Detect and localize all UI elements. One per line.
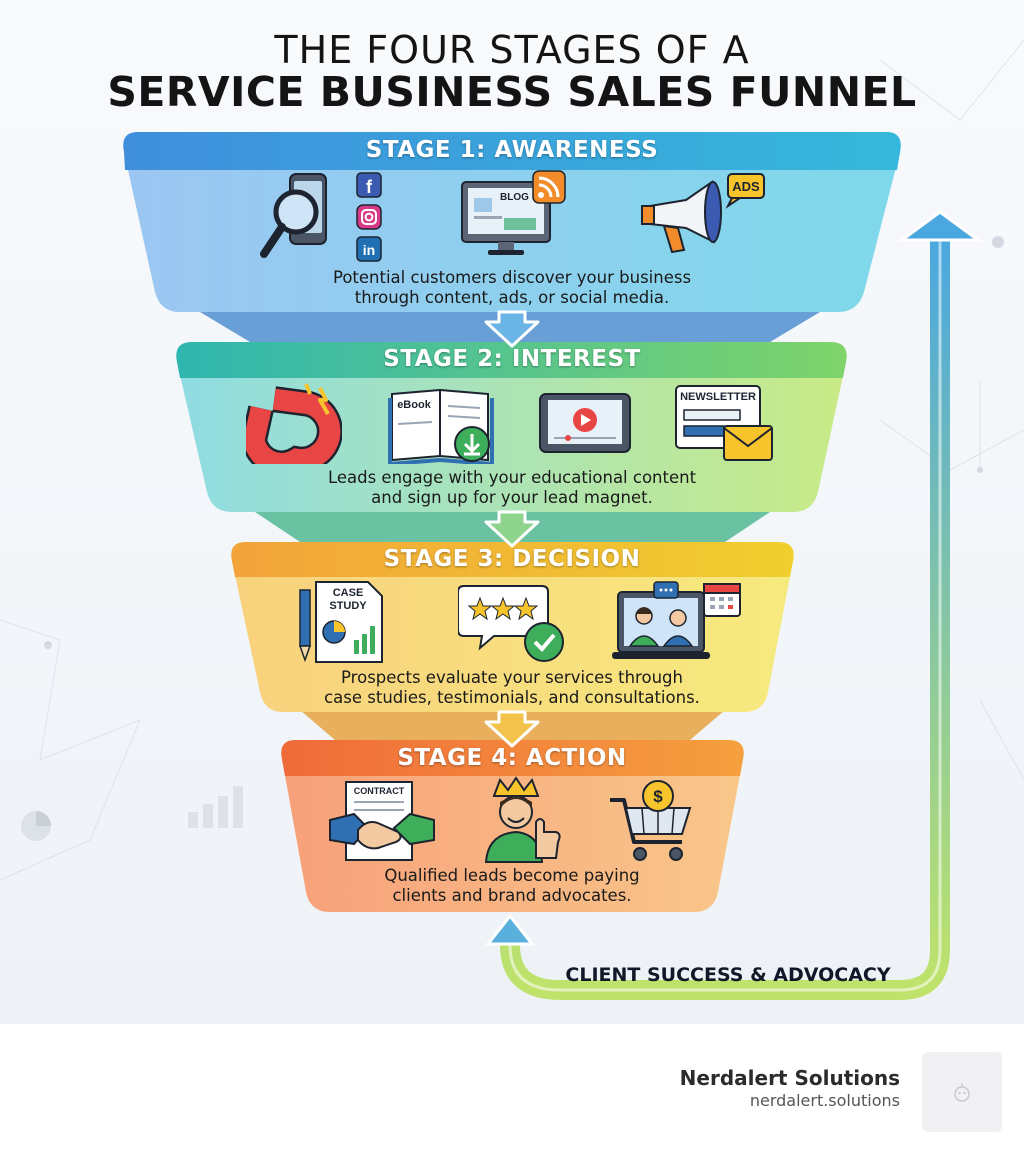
network-node — [992, 236, 1004, 248]
magnifier-phone-icon — [260, 173, 327, 258]
down-arrow-3 — [484, 710, 540, 748]
svg-text:eBook: eBook — [397, 399, 432, 411]
stage-2-interest — [176, 342, 847, 512]
stage-2-body — [176, 342, 847, 512]
stage-2-title: STAGE 2: INTEREST — [383, 346, 641, 372]
stage-4-header-band — [281, 740, 744, 776]
case-study-icon: CASE STUDY — [315, 581, 383, 663]
network-lines-left — [0, 619, 141, 881]
stage-1-header-band — [123, 132, 901, 170]
crowned-client-icon — [484, 776, 561, 863]
stage-4-description-line-1: Qualified leads become paying — [384, 866, 640, 885]
stage-2-header-band — [176, 342, 847, 378]
brand-logo — [922, 1052, 1002, 1132]
stage-3-header-band — [231, 542, 794, 577]
blog-monitor-icon: BLOG — [461, 181, 551, 255]
stage-2-description-line-2: and sign up for your lead magnet. — [371, 488, 653, 507]
svg-text:in: in — [363, 242, 375, 258]
network-node — [44, 641, 52, 649]
bar-chart-decoration-icon — [188, 786, 243, 828]
svg-text:f: f — [366, 177, 373, 197]
instagram-icon — [356, 204, 382, 230]
svg-text:BLOG: BLOG — [500, 192, 529, 203]
stage-1-description-line-2: through content, ads, or social media. — [354, 288, 670, 307]
video-tablet-icon — [539, 393, 631, 453]
video-consultation-icon — [612, 581, 710, 659]
title-line-1: THE FOUR STAGES OF A — [274, 28, 750, 72]
svg-text:STUDY: STUDY — [329, 600, 367, 612]
loop-label: CLIENT SUCCESS & ADVOCACY — [565, 964, 891, 986]
footer — [0, 1024, 1024, 1154]
svg-text:$: $ — [653, 787, 663, 806]
calendar-icon — [703, 583, 741, 617]
newsletter-envelope-icon: NEWSLETTER — [675, 385, 773, 461]
loop-arrow-highlight — [508, 240, 942, 992]
pencil-icon — [298, 589, 312, 662]
stage-2-description: Leads engage with your educational conte… — [220, 468, 804, 508]
stage-3-description: Prospects evaluate your services through… — [270, 668, 754, 708]
svg-text:CASE: CASE — [333, 587, 364, 599]
loop-arrowhead-top — [897, 210, 983, 242]
down-arrow-2 — [484, 510, 540, 548]
stage-1-title: STAGE 1: AWARENESS — [365, 137, 659, 163]
stage-2-description-line-1: Leads engage with your educational conte… — [327, 468, 697, 487]
stage-4-title: STAGE 4: ACTION — [397, 745, 627, 771]
magnet-icon — [246, 383, 342, 464]
linkedin-icon: in — [356, 236, 382, 262]
stage-4-description-line-2: clients and brand advocates. — [392, 886, 632, 905]
mascot-icon — [954, 1083, 970, 1102]
rss-icon — [532, 170, 566, 204]
svg-text:CONTRACT: CONTRACT — [354, 786, 405, 796]
svg-text:NEWSLETTER: NEWSLETTER — [680, 391, 756, 403]
pie-chart-decoration-icon — [21, 811, 51, 841]
network-lines-top-right — [879, 39, 1024, 121]
down-arrow-1 — [484, 310, 540, 348]
stage-3-description-line-1: Prospects evaluate your services through — [341, 668, 683, 687]
stage-3-description-line-2: case studies, testimonials, and consulta… — [324, 688, 700, 707]
stage-1-description: Potential customers discover your busine… — [180, 268, 844, 308]
testimonial-stars-icon — [458, 585, 564, 662]
stage-4-description: Qualified leads become paying clients an… — [310, 866, 714, 906]
facebook-icon: f — [356, 172, 382, 198]
svg-text:ADS: ADS — [732, 179, 760, 194]
brand-name[interactable]: Nerdalert Solutions — [679, 1066, 900, 1090]
contract-handshake-icon: CONTRACT — [329, 781, 435, 861]
network-node — [977, 467, 983, 473]
shopping-cart-dollar-icon: $ — [610, 780, 692, 861]
stage-3-title: STAGE 3: DECISION — [383, 546, 641, 572]
megaphone-icon: ADS — [641, 173, 765, 254]
brand-domain-link[interactable]: nerdalert.solutions — [749, 1091, 900, 1110]
title-line-2: SERVICE BUSINESS SALES FUNNEL — [107, 68, 917, 116]
network-line-bottom-right — [979, 699, 1024, 781]
loop-arrowhead-bottom — [484, 913, 536, 946]
ebook-download-icon: eBook — [388, 388, 494, 464]
stage-1-description-line-1: Potential customers discover your busine… — [332, 268, 692, 287]
